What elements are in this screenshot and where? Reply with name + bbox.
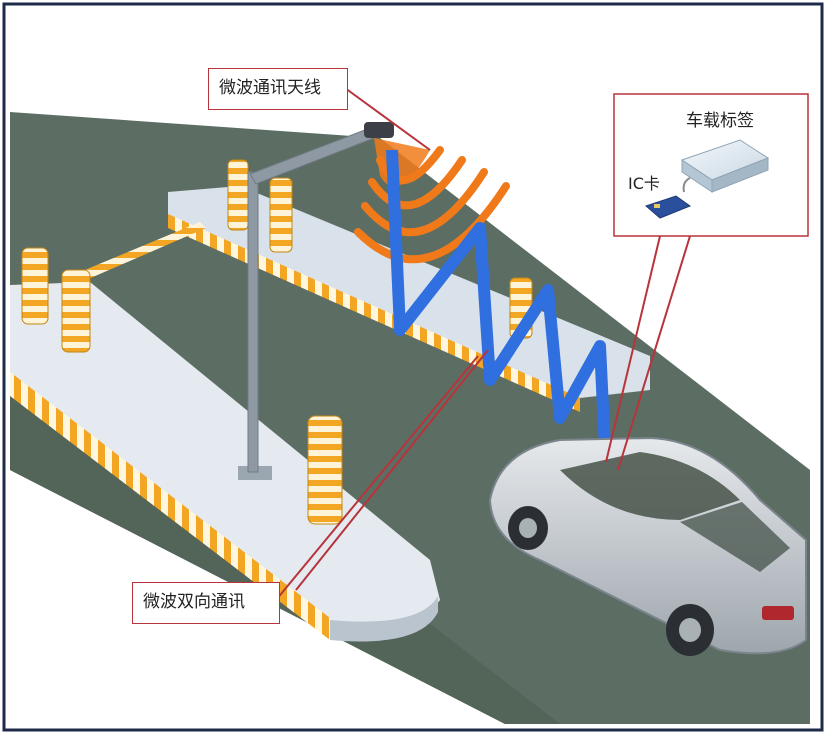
car-windshield	[560, 452, 740, 520]
callout-line-two-way	[295, 349, 489, 591]
ic-card-device	[645, 195, 692, 219]
two-way-label: 微波双向通讯	[143, 592, 245, 612]
callout-line-antenna	[344, 87, 431, 151]
front-island-curb	[10, 372, 330, 640]
barrier-arm	[80, 222, 206, 280]
antenna-pole	[238, 122, 394, 480]
wave-arc	[361, 168, 488, 237]
car-hubcap	[519, 518, 537, 538]
antenna-label: 微波通讯天线	[219, 78, 321, 98]
front-island	[10, 282, 440, 628]
ic-card-label: IC卡	[628, 174, 660, 193]
callout-line-two-way	[275, 355, 479, 601]
wave-arc	[368, 156, 466, 210]
callout-line-tag	[617, 235, 691, 471]
car	[488, 436, 807, 656]
vehicle-tag-label: 车载标签	[686, 111, 754, 131]
pole-mast	[247, 171, 259, 473]
callout-lines	[275, 87, 691, 601]
tag-front	[711, 157, 769, 193]
pole-base	[238, 466, 272, 480]
front-island-nose	[330, 596, 438, 642]
microwave-signal	[386, 149, 612, 471]
barrier-post	[269, 177, 293, 253]
barrier-post	[307, 415, 343, 525]
ic-card-body	[645, 195, 692, 219]
two-way-callout: 微波双向通讯	[132, 582, 280, 624]
car-hubcap	[679, 618, 701, 642]
barrier-post	[227, 159, 249, 231]
callout-line-tag	[605, 235, 661, 463]
barrier-post	[21, 247, 49, 325]
card-insert-arrow	[682, 177, 691, 193]
car-tail-light	[762, 606, 794, 620]
antenna-callout: 微波通讯天线	[208, 68, 348, 110]
vehicle-tag-device	[680, 139, 770, 193]
antenna-head	[364, 122, 394, 138]
ic-card-chip	[654, 204, 660, 208]
wave-arc	[354, 182, 510, 264]
car-side-window	[680, 502, 790, 572]
barrier-post	[61, 269, 91, 353]
barrier-posts	[21, 159, 533, 525]
